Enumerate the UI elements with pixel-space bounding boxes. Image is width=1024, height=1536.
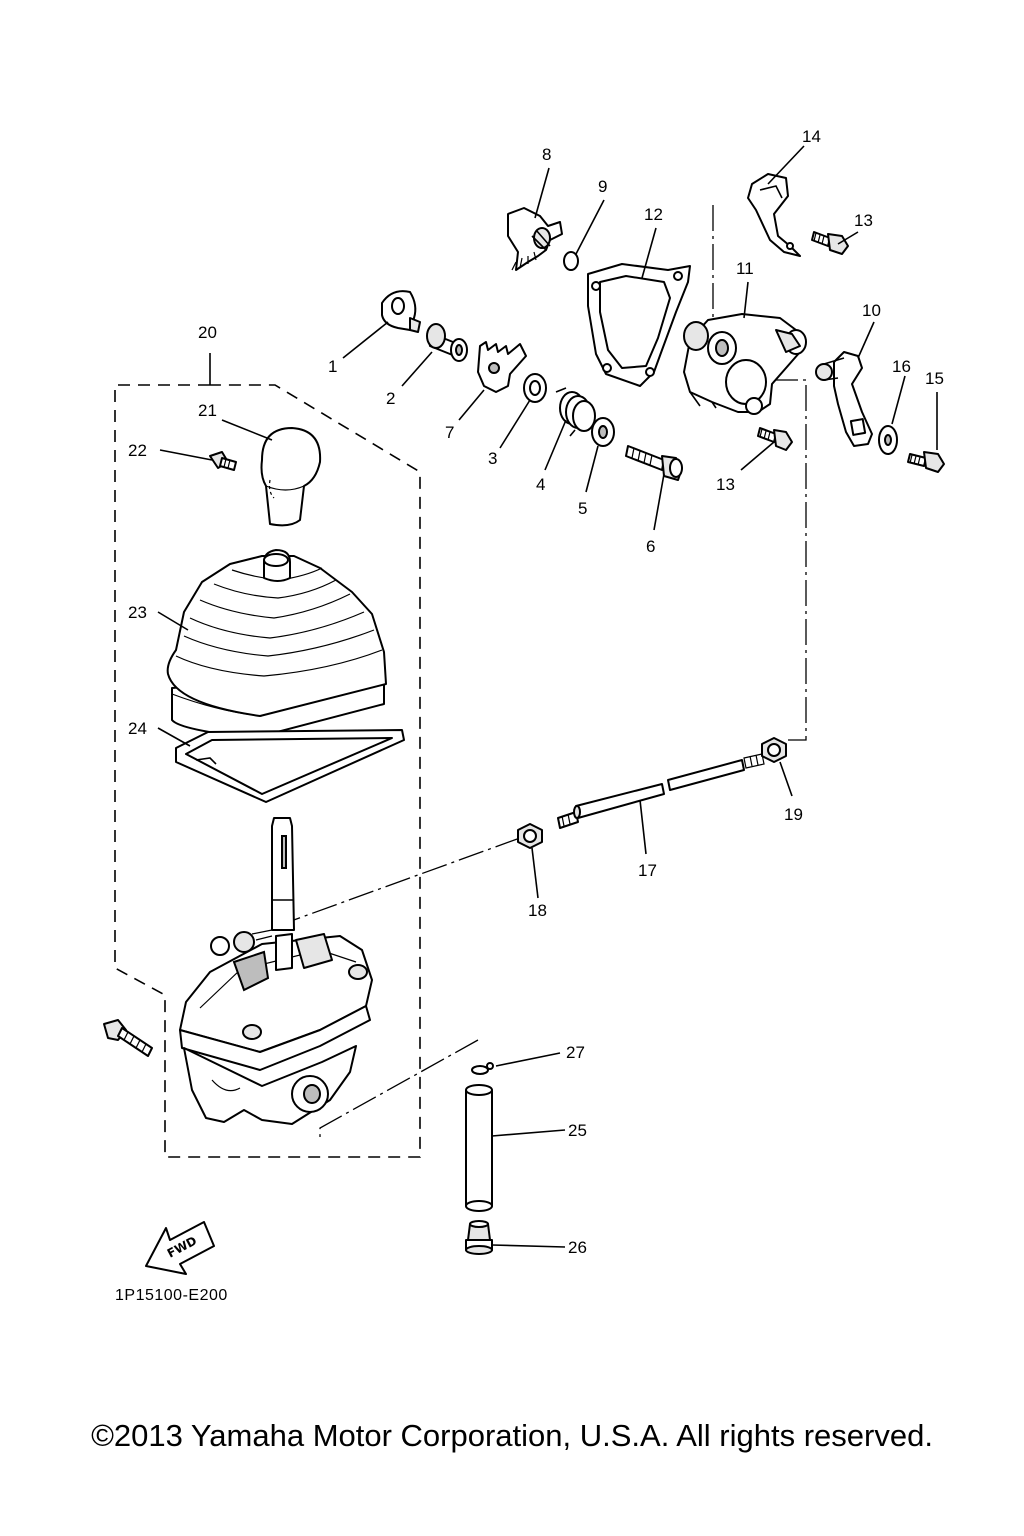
callout-4: 4 [536, 475, 545, 494]
callout-27: 27 [566, 1043, 585, 1062]
callout-14: 14 [802, 127, 821, 146]
part-11-housing [683, 313, 807, 415]
callout-25: 25 [568, 1121, 587, 1140]
part-7-gear [477, 341, 527, 393]
callout-16: 16 [892, 357, 911, 376]
part-14-bracket [747, 173, 801, 257]
shift-lever-assembly [179, 817, 373, 1125]
callout-13-upper: 13 [854, 211, 873, 230]
part-15-bolt [907, 451, 945, 473]
leader-lines [157, 145, 938, 1248]
side-bolt [103, 1019, 153, 1057]
part-24-seal [175, 729, 405, 803]
part-4-spring [555, 387, 596, 437]
part-18-nut [517, 823, 543, 849]
part-25-pin [465, 1084, 493, 1212]
callout-11: 11 [736, 259, 754, 278]
callout-8: 8 [542, 145, 551, 164]
part-23-boot [166, 549, 387, 739]
callout-19: 19 [784, 805, 803, 824]
callout-3: 3 [488, 449, 497, 468]
part-5-washer [591, 417, 615, 447]
callout-20: 20 [198, 323, 217, 342]
part-9-o-ring [563, 251, 579, 271]
part-6-bolt [625, 445, 683, 481]
callout-2: 2 [386, 389, 395, 408]
callout-9: 9 [598, 177, 607, 196]
assembly-20-outline [114, 384, 421, 1158]
copyright-notice: ©2013 Yamaha Motor Corporation, U.S.A. A… [91, 1418, 933, 1453]
callout-18: 18 [528, 901, 547, 920]
callout-1: 1 [328, 357, 337, 376]
callout-13-lower: 13 [716, 475, 735, 494]
callout-5: 5 [578, 499, 587, 518]
part-16-washer [878, 425, 898, 455]
callout-21: 21 [198, 401, 217, 420]
callout-10: 10 [862, 301, 881, 320]
part-10-arm [815, 351, 873, 447]
part-12-gasket [587, 263, 691, 387]
callout-17: 17 [638, 861, 657, 880]
callout-26: 26 [568, 1238, 587, 1257]
callout-24: 24 [128, 719, 147, 738]
callout-labels: 1 2 3 4 5 6 7 8 9 10 11 12 13 13 14 15 1… [128, 127, 944, 1257]
part-21-knob [260, 427, 322, 527]
part-27-clip [471, 1062, 494, 1075]
part-22-screw [209, 451, 237, 471]
part-8-lever [507, 207, 563, 271]
part-17-rod [557, 753, 765, 829]
callout-12: 12 [644, 205, 663, 224]
callout-15: 15 [925, 369, 944, 388]
callout-6: 6 [646, 537, 655, 556]
part-13-bolt-lower [757, 427, 793, 451]
part-code: 1P15100-E200 [115, 1287, 228, 1304]
part-19-nut [761, 737, 787, 763]
reference-line-shaft [712, 205, 807, 741]
part-26-plug [465, 1220, 493, 1255]
fwd-arrow-icon: FWD [145, 1221, 215, 1275]
callout-23: 23 [128, 603, 147, 622]
part-13-bolt-upper [811, 231, 849, 255]
callout-7: 7 [445, 423, 454, 442]
part-2-collar [426, 323, 468, 362]
part-1-cam [381, 290, 421, 333]
part-3-washer [523, 373, 547, 403]
callout-22: 22 [128, 441, 147, 460]
